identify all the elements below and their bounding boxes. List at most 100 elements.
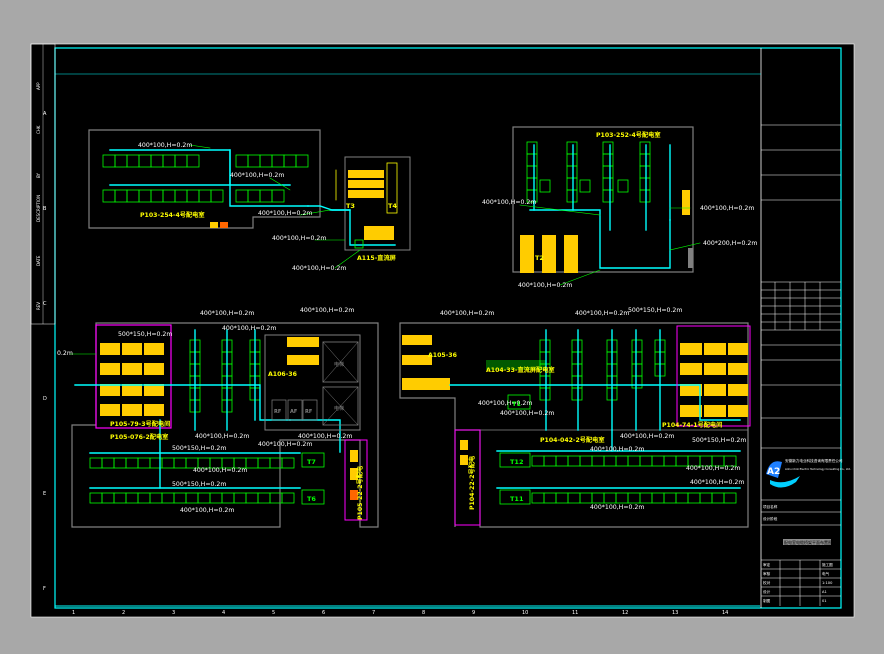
- room-label: P104-042-2号配电室: [540, 436, 605, 444]
- transformer-tag: T6: [307, 495, 316, 503]
- tray-label: 400*100,H=0.2m: [138, 142, 192, 149]
- tray-label: 500*150,H=0.2m: [172, 481, 226, 488]
- transformer-tag: T2: [535, 254, 544, 262]
- room-label: P104-22-2号配电: [468, 455, 476, 510]
- grid-mark-bottom: 9: [472, 610, 475, 616]
- tray-label: 400*100,H=0.2m: [575, 310, 629, 317]
- room-a115: [329, 156, 411, 251]
- signature-row-value: A1: [822, 590, 827, 594]
- transformer-tag: T7: [307, 458, 316, 466]
- signature-row-label: 制图: [763, 598, 771, 603]
- room-label: P103-252-4号配电室: [596, 131, 661, 139]
- lift-label: 电梯: [334, 361, 344, 368]
- grid-mark-bottom: 10: [522, 610, 528, 616]
- revision-column-label: APP: [36, 82, 41, 90]
- room-label: P105-076-2配电室: [110, 433, 168, 441]
- revision-strip: REV DATE DESCRIPTION BY CHK APP: [30, 43, 56, 325]
- tray-label: 400*100,H=0.2m: [590, 504, 644, 511]
- transformer-tag: T11: [510, 495, 524, 503]
- signature-row-value: 01: [822, 599, 827, 603]
- revision-column-label: REV: [36, 302, 41, 310]
- tray-label: 500*150,H=0.2m: [628, 307, 682, 314]
- grid-mark-bottom: 6: [322, 610, 325, 616]
- floor-plan: [69, 126, 751, 528]
- grid-mark-left: C: [43, 301, 47, 307]
- grid-mark-bottom: 3: [172, 610, 175, 616]
- tray-labels: 400*100,H=0.2m 400*100,H=0.2m 400*100,H=…: [57, 142, 757, 514]
- room-p103-252: [512, 126, 694, 273]
- room-label: P103-254-4号配电室: [140, 211, 205, 219]
- signature-row-value: 1:100: [822, 581, 833, 585]
- outer-frame: [30, 43, 855, 618]
- tray-label: 400*100,H=0.2m: [686, 465, 740, 472]
- equipment-tags: T3 T4 T7 T6 T12 T11 T1 T2 RF AF RF: [274, 202, 544, 503]
- room-label: A106-36: [268, 371, 297, 378]
- inner-frame: [54, 47, 842, 609]
- tray-label: 400*100,H=0.2m: [690, 479, 744, 486]
- signature-row-label: 校对: [763, 580, 771, 585]
- signature-row-value: 电气: [822, 571, 830, 576]
- room-p103-254: [88, 129, 351, 229]
- tray-label: 400*100,H=0.2m: [700, 205, 754, 212]
- tray-label: 400*100,H=0.2m: [195, 433, 249, 440]
- grid-mark-bottom: 7: [372, 610, 375, 616]
- stair-tags: 电梯 电梯: [334, 361, 344, 412]
- tray-label: 400*100,H=0.2m: [590, 446, 644, 453]
- grid-mark-left: E: [43, 491, 46, 497]
- transformer-tag: T4: [388, 202, 397, 210]
- grid-mark-left: A: [43, 111, 47, 117]
- tray-label: 400*100,H=0.2m: [258, 210, 312, 217]
- revision-column-label: DESCRIPTION: [36, 195, 41, 222]
- tray-label: 0.2m: [57, 350, 73, 357]
- grid-mark-bottom: 2: [122, 610, 125, 616]
- company-name-en: Anhui Xinli Electric Technology Consulti…: [785, 467, 851, 471]
- room-label: P104-74-1号配电间: [662, 421, 722, 429]
- title-block: A2 安徽新力电业科技咨询有限责任公司 Anhui Xinli Electric…: [761, 124, 851, 606]
- core-tag: RF: [305, 409, 312, 415]
- tray-label: 500*150,H=0.2m: [172, 445, 226, 452]
- signature-row-label: 审核: [763, 571, 771, 576]
- grid-mark-bottom: 13: [672, 610, 678, 616]
- tray-label: 400*100,H=0.2m: [193, 467, 247, 474]
- room-label: P105-79-3号配电间: [110, 420, 170, 428]
- lift-label: 电梯: [334, 405, 344, 412]
- signature-row-label: 设计: [763, 589, 771, 594]
- tray-label: 400*100,H=0.2m: [518, 282, 572, 289]
- grid-mark-bottom: 4: [222, 610, 225, 616]
- tray-label: 400*100,H=0.2m: [620, 433, 674, 440]
- core-tag: AF: [290, 409, 297, 415]
- tray-label: 400*100,H=0.2m: [440, 310, 494, 317]
- revision-column-label: BY: [36, 172, 41, 178]
- grid-mark-bottom: 5: [272, 610, 275, 616]
- revision-column-label: CHK: [36, 125, 41, 134]
- signature-row-value: 施工图: [822, 562, 833, 567]
- tray-label: 400*100,H=0.2m: [230, 172, 284, 179]
- room-label: P105-22-2号配电: [356, 465, 364, 520]
- grid-mark-bottom: 11: [572, 610, 578, 616]
- tray-label: 400*100,H=0.2m: [298, 433, 352, 440]
- drawing-title-box: [783, 539, 831, 545]
- tray-label: 400*100,H=0.2m: [258, 441, 312, 448]
- tray-label: 400*100,H=0.2m: [482, 199, 536, 206]
- revision-column-label: DATE: [36, 255, 41, 266]
- tray-label: 400*100,H=0.2m: [200, 310, 254, 317]
- tray-label: 500*150,H=0.2m: [118, 331, 172, 338]
- tray-label: 400*200,H=0.2m: [703, 240, 757, 247]
- tray-label: 500*150,H=0.2m: [692, 437, 746, 444]
- transformer-tag: T3: [346, 202, 355, 210]
- paper: [31, 44, 854, 617]
- design-stage-label: 设计阶段: [763, 516, 778, 521]
- grid-mark-left: D: [43, 396, 47, 402]
- svg-text:A2: A2: [767, 467, 780, 477]
- transformer-tag: T12: [510, 458, 523, 466]
- room-p104-042: [399, 322, 751, 528]
- signature-row-label: 审定: [763, 562, 771, 567]
- tray-label: 400*100,H=0.2m: [272, 235, 326, 242]
- project-name-label: 项目名称: [763, 504, 778, 509]
- grid-mark-left: B: [43, 206, 47, 212]
- company-name-cn: 安徽新力电业科技咨询有限责任公司: [785, 458, 843, 463]
- room-label: A105-36: [428, 352, 457, 359]
